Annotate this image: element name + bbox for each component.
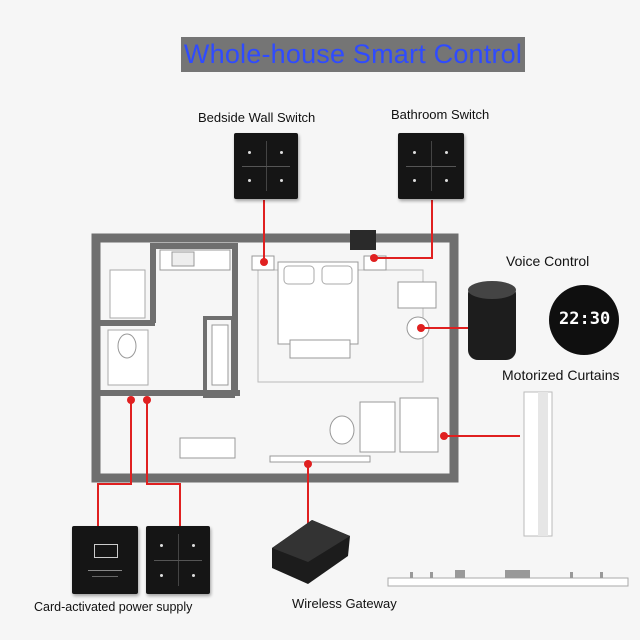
shower: [109, 269, 146, 319]
bathroom-switch: [398, 133, 464, 199]
voice-control-label: Voice Control: [506, 253, 590, 269]
inner-wall: [203, 316, 235, 398]
inner-wall: [100, 390, 240, 396]
closet: [179, 437, 236, 459]
pillow: [283, 265, 315, 285]
card-power-label: Card-activated power supply: [34, 600, 193, 614]
speaker-top: [468, 281, 516, 299]
curtain-track: [538, 392, 548, 536]
inner-wall: [100, 320, 155, 326]
toilet: [117, 333, 137, 359]
four-gang-switch: [146, 526, 210, 594]
pillow: [321, 265, 353, 285]
shelf: [211, 324, 229, 386]
curtain-rail: [387, 577, 629, 587]
clock-display: 22:30: [559, 309, 611, 329]
smart-clock: [549, 285, 619, 355]
bath-counter: [159, 249, 231, 271]
cabinet: [359, 401, 396, 453]
smart-speaker: [468, 284, 516, 360]
inner-wall: [150, 243, 156, 323]
bathroom-switch-label: Bathroom Switch: [391, 107, 490, 122]
page-title: Whole-house Smart Control: [183, 39, 523, 69]
door-threshold: [269, 455, 371, 463]
connector-points: [127, 254, 448, 468]
wardrobe: [399, 397, 439, 453]
rail-hooks: [410, 570, 603, 578]
gateway-top: [272, 520, 350, 562]
chair: [329, 415, 355, 445]
bedside-switch-label: Bedside Wall Switch: [198, 110, 316, 125]
bench: [289, 339, 351, 359]
outer-wall: [91, 233, 459, 483]
inner-wall: [150, 243, 238, 249]
wireless-gateway-label: Wireless Gateway: [292, 596, 397, 611]
bedside-wall-switch: [234, 133, 298, 199]
title-banner: Whole-house Smart Control: [181, 37, 525, 72]
card-power-switch: [72, 526, 138, 594]
motorized-curtains-label: Motorized Curtains: [502, 367, 620, 383]
card-slot-icon: [94, 544, 118, 558]
wall-block: [350, 230, 376, 250]
desk: [397, 281, 437, 309]
sink: [171, 251, 195, 267]
